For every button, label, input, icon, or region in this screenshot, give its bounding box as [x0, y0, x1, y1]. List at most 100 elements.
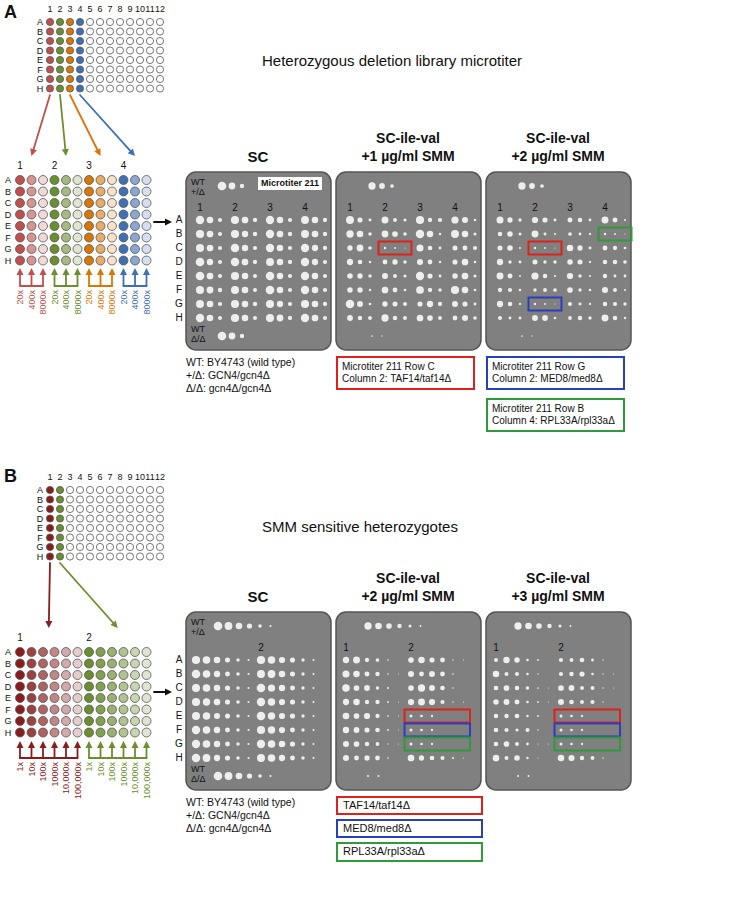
- colony-spot: [603, 246, 608, 251]
- colony-spot: [196, 230, 204, 238]
- well-circle: [39, 705, 48, 714]
- well-circle: [146, 28, 153, 35]
- well-circle: [86, 47, 93, 54]
- colony-spot: [387, 673, 389, 675]
- colony-spot: [342, 670, 349, 677]
- colony-spot: [242, 273, 249, 280]
- well-circle: [119, 222, 128, 231]
- arrow-line: [34, 95, 50, 149]
- well-circle: [50, 682, 59, 691]
- colony-spot: [268, 740, 276, 748]
- colony-spot: [242, 287, 249, 294]
- well-circle: [46, 85, 53, 92]
- column-number: 2: [382, 202, 388, 214]
- well-circle: [86, 66, 93, 73]
- colony-spot: [393, 288, 398, 293]
- well-circle: [96, 553, 103, 560]
- colony-spot: [290, 671, 295, 676]
- colony-spot: [242, 217, 249, 224]
- well-circle: [142, 210, 151, 219]
- well-circle: [76, 543, 83, 550]
- well-circle: [85, 682, 94, 691]
- column-number: 3: [417, 202, 423, 214]
- colony-spot: [537, 757, 538, 758]
- well-circle: [86, 18, 93, 25]
- colony-spot: [269, 625, 271, 627]
- colony-spot: [558, 685, 564, 691]
- colony-spot: [357, 287, 362, 292]
- colony-spot: [266, 300, 274, 308]
- well-circle: [156, 56, 163, 63]
- well-circle: [62, 199, 71, 208]
- colony-spot: [503, 657, 509, 663]
- well-circle: [131, 728, 140, 737]
- well-circle: [73, 659, 82, 668]
- well-circle: [106, 524, 113, 531]
- colony-spot: [589, 303, 591, 305]
- colony-spot: [253, 274, 257, 278]
- colony-spot: [277, 287, 284, 294]
- column-number: 3: [67, 4, 72, 14]
- well-circle: [142, 728, 151, 737]
- well-circle: [76, 486, 83, 493]
- colony-spot: [357, 217, 362, 222]
- well-circle: [106, 553, 113, 560]
- colony-spot: [579, 233, 582, 236]
- well-circle: [96, 486, 103, 493]
- well-circle: [131, 682, 140, 691]
- colony-spot: [473, 274, 476, 277]
- colony-spot: [528, 775, 530, 777]
- colony-spot: [382, 273, 388, 279]
- colony-spot: [440, 686, 445, 691]
- well-circle: [56, 18, 63, 25]
- well-circle: [156, 524, 163, 531]
- well-circle: [126, 524, 133, 531]
- colony-spot: [376, 658, 380, 662]
- column-number: 6: [97, 4, 102, 14]
- column-number: 1: [197, 202, 203, 214]
- colony-spot: [526, 715, 529, 718]
- plate-photo: [186, 172, 331, 350]
- arrow-line: [146, 748, 148, 758]
- well-circle: [73, 199, 82, 208]
- dilution-label: 400x: [96, 290, 105, 310]
- column-number: 1: [17, 632, 23, 644]
- colony-spot: [218, 316, 222, 320]
- colony-spot: [497, 273, 504, 280]
- well-circle: [62, 176, 71, 185]
- colony-spot: [580, 756, 584, 760]
- well-circle: [50, 199, 59, 208]
- colony-spot: [225, 755, 230, 760]
- colony-spot: [567, 259, 573, 265]
- colony-spot: [390, 184, 394, 188]
- well-circle: [108, 245, 117, 254]
- colony-spot: [240, 184, 244, 188]
- well-circle: [76, 37, 83, 44]
- column-number: 2: [532, 202, 538, 214]
- well-circle: [73, 187, 82, 196]
- well-circle: [142, 199, 151, 208]
- colony-spot: [504, 685, 510, 691]
- colony-spot: [581, 729, 583, 731]
- colony-spot: [452, 757, 454, 759]
- row-letter: D: [37, 513, 44, 523]
- well-circle: [16, 199, 25, 208]
- well-circle: [39, 176, 48, 185]
- colony-spot: [554, 303, 555, 304]
- colony-spot: [515, 742, 519, 746]
- colony-spot: [207, 231, 214, 238]
- row-letter: B: [5, 658, 11, 668]
- column-number: 12: [155, 472, 165, 482]
- colony-spot: [578, 288, 581, 291]
- colony-spot: [613, 302, 617, 306]
- well-circle: [56, 85, 63, 92]
- colony-spot: [614, 233, 616, 235]
- column-number: 3: [267, 202, 273, 214]
- well-circle: [108, 659, 117, 668]
- well-circle: [131, 222, 140, 231]
- well-circle: [66, 85, 73, 92]
- colony-spot: [428, 260, 433, 265]
- colony-spot: [375, 756, 380, 761]
- colony-spot: [277, 301, 283, 307]
- row-letter: E: [5, 221, 11, 231]
